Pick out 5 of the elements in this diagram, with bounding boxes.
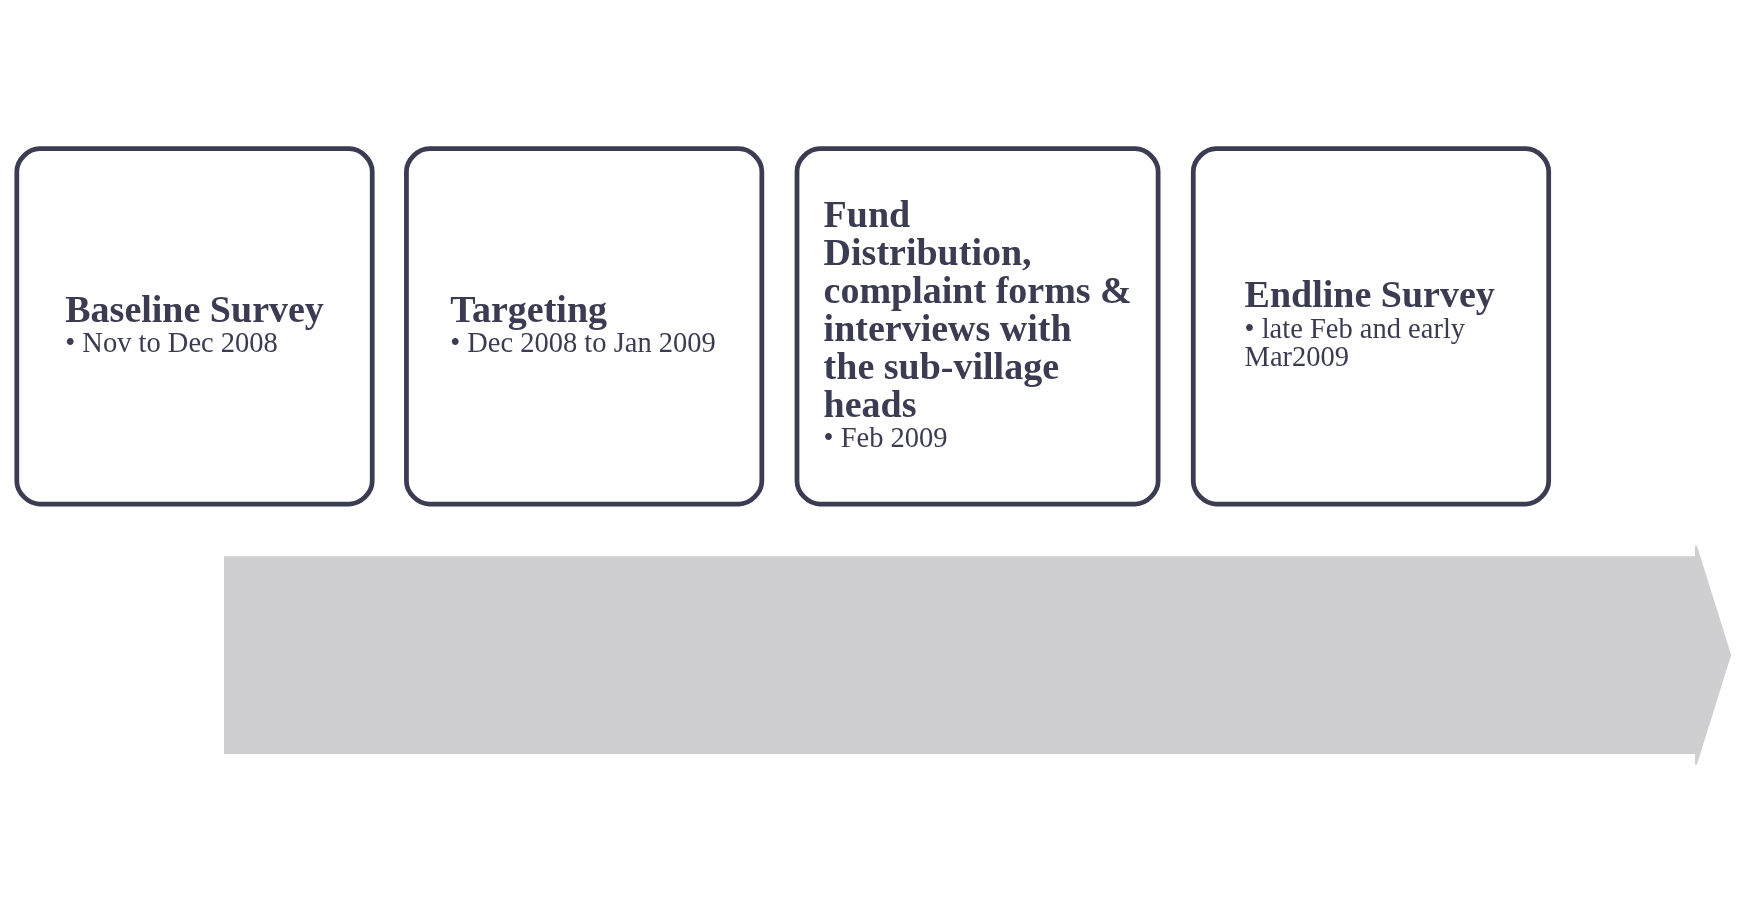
node-box: Baseline Survey • Nov to Dec 2008: [14, 145, 375, 506]
node-arrow: [223, 544, 1732, 765]
node-box: Targeting • Dec 2008 to Jan 2009: [404, 145, 765, 506]
node-box: Fund Distribution, complaint forms & interviews with the sub-village heads • Feb 2009: [794, 145, 1161, 506]
node-box: Endline Survey • late Feb and early Mar2009: [1190, 145, 1552, 506]
